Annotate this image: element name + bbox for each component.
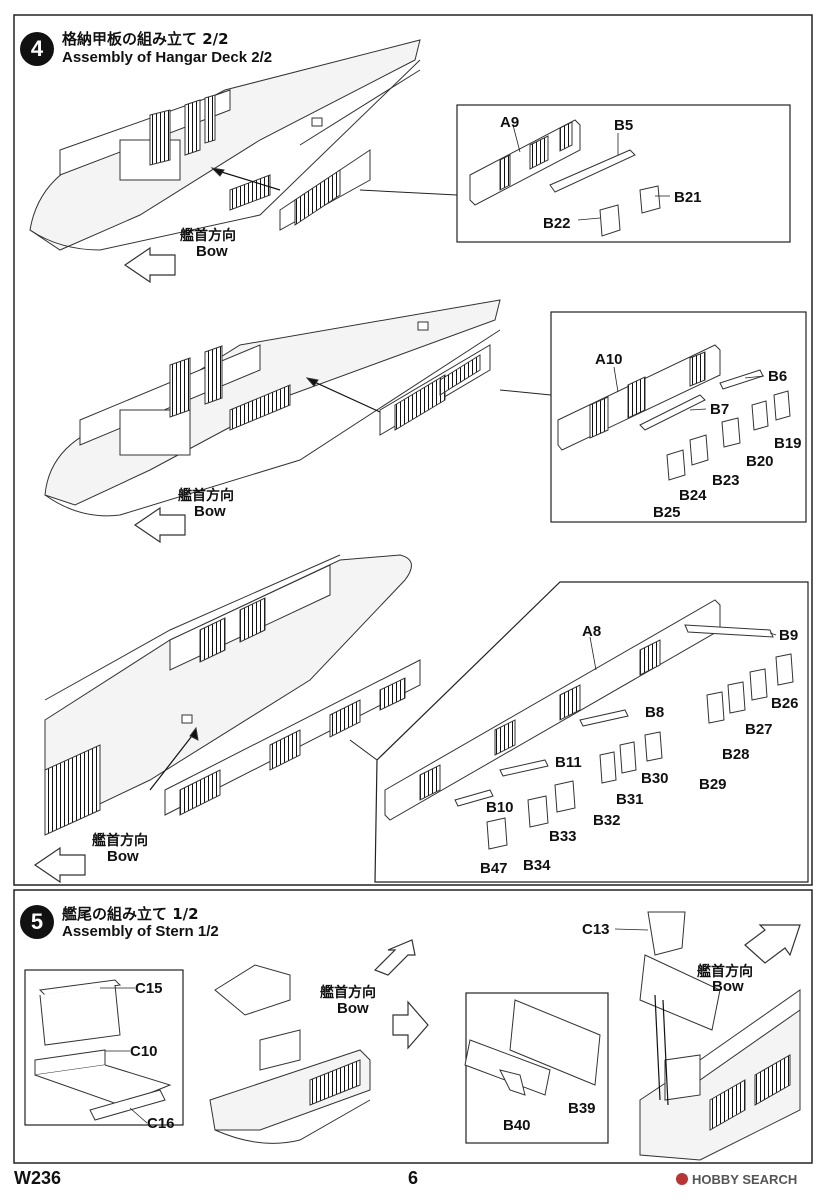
part-label-b19: B19 <box>774 435 802 452</box>
part-label-a8: A8 <box>582 623 602 640</box>
bow-label-jp-4: 艦首方向 <box>320 985 376 1001</box>
bow-label-jp-3: 艦首方向 <box>92 833 148 849</box>
part-label-b28: B28 <box>722 746 750 763</box>
stern-parts-left <box>34 979 172 1121</box>
detail-parts-3 <box>384 599 794 850</box>
part-label-b7: B7 <box>710 401 730 418</box>
step-4-title-en: Assembly of Hangar Deck 2/2 <box>62 49 273 66</box>
footer-page-number: 6 <box>408 1168 419 1188</box>
part-label-b27: B27 <box>745 721 773 738</box>
part-label-b21: B21 <box>674 189 702 206</box>
part-label-b39: B39 <box>568 1100 596 1117</box>
step-4-title-jp: 格納甲板の組み立て 2/2 <box>62 30 229 48</box>
stern-hull-1 <box>209 964 371 1144</box>
detail-parts-1 <box>469 119 661 237</box>
part-label-b20: B20 <box>746 453 774 470</box>
hull-diagram-1 <box>29 39 421 251</box>
part-label-b5: B5 <box>614 117 634 134</box>
part-label-b6: B6 <box>768 368 788 385</box>
detail-box-3 <box>374 581 809 883</box>
part-label-c13: C13 <box>582 921 610 938</box>
step-4-badge: 4 <box>20 32 54 66</box>
part-label-b29: B29 <box>699 776 727 793</box>
part-label-b23: B23 <box>712 472 740 489</box>
watermark-text: HOBBY SEARCH <box>692 1172 798 1187</box>
stern-hull-2 <box>639 911 801 1161</box>
part-label-b33: B33 <box>549 828 577 845</box>
part-label-b26: B26 <box>771 695 799 712</box>
bow-label-jp-1: 艦首方向 <box>180 228 236 244</box>
part-label-b8: B8 <box>645 704 665 721</box>
part-label-b47: B47 <box>480 860 508 877</box>
bow-arrow-3 <box>33 846 86 884</box>
hull-diagram-2 <box>44 299 501 517</box>
part-label-b34: B34 <box>523 857 551 874</box>
part-label-b11: B11 <box>555 754 582 771</box>
part-label-b32: B32 <box>593 812 621 829</box>
part-label-b40: B40 <box>503 1117 531 1134</box>
part-label-b24: B24 <box>679 487 707 504</box>
bow-label-en-1: Bow <box>196 243 228 260</box>
hull-diagram-3 <box>44 554 421 836</box>
part-label-b22: B22 <box>543 215 571 232</box>
bow-label-en-3: Bow <box>107 848 139 865</box>
stern-arrow-2 <box>744 924 801 964</box>
bow-arrow-2 <box>133 506 186 544</box>
part-label-b10: B10 <box>486 799 514 816</box>
part-label-c16: C16 <box>147 1115 175 1132</box>
part-label-a9: A9 <box>500 114 520 131</box>
watermark: HOBBY SEARCH <box>676 1172 797 1187</box>
part-label-b30: B30 <box>641 770 669 787</box>
stern-step-arrow <box>392 1000 429 1050</box>
bow-label-jp-5: 艦首方向 <box>697 964 753 980</box>
step-5-title-en: Assembly of Stern 1/2 <box>62 923 219 940</box>
stern-arrow-1 <box>373 939 416 976</box>
bow-label-jp-2: 艦首方向 <box>178 488 234 504</box>
stern-parts-mid <box>464 999 601 1096</box>
step-5-badge: 5 <box>20 905 54 939</box>
part-label-b25: B25 <box>653 504 681 521</box>
bow-label-en-4: Bow <box>337 1000 369 1017</box>
step-5-title-jp: 艦尾の組み立て 1/2 <box>62 905 199 923</box>
footer-code: W236 <box>14 1168 62 1188</box>
leader-lines <box>100 124 777 1124</box>
bow-arrow-1 <box>123 246 176 284</box>
part-label-c15: C15 <box>135 980 163 997</box>
part-label-b9: B9 <box>779 627 799 644</box>
step4-frame <box>13 14 813 886</box>
step5-frame <box>13 889 813 1164</box>
watermark-logo-icon <box>676 1173 688 1185</box>
detail-parts-2 <box>557 344 791 481</box>
bow-label-en-5: Bow <box>712 978 744 995</box>
bow-label-en-2: Bow <box>194 503 226 520</box>
part-label-b31: B31 <box>616 791 644 808</box>
part-label-c10: C10 <box>130 1043 158 1060</box>
part-label-a10: A10 <box>595 351 623 368</box>
